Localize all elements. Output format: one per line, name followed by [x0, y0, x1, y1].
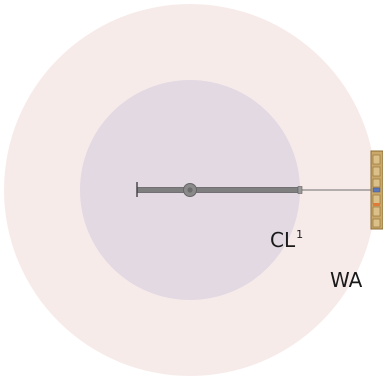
warm-up-zone-label: WA	[330, 268, 363, 292]
rod-bar	[136, 187, 302, 193]
cooldown-zone-superscript: 1	[296, 228, 303, 241]
wall-bracket-icon	[370, 150, 383, 230]
cooldown-zone-label: CL1	[270, 228, 303, 252]
rod-tip	[297, 186, 303, 194]
pivot-circle-icon	[183, 183, 197, 197]
